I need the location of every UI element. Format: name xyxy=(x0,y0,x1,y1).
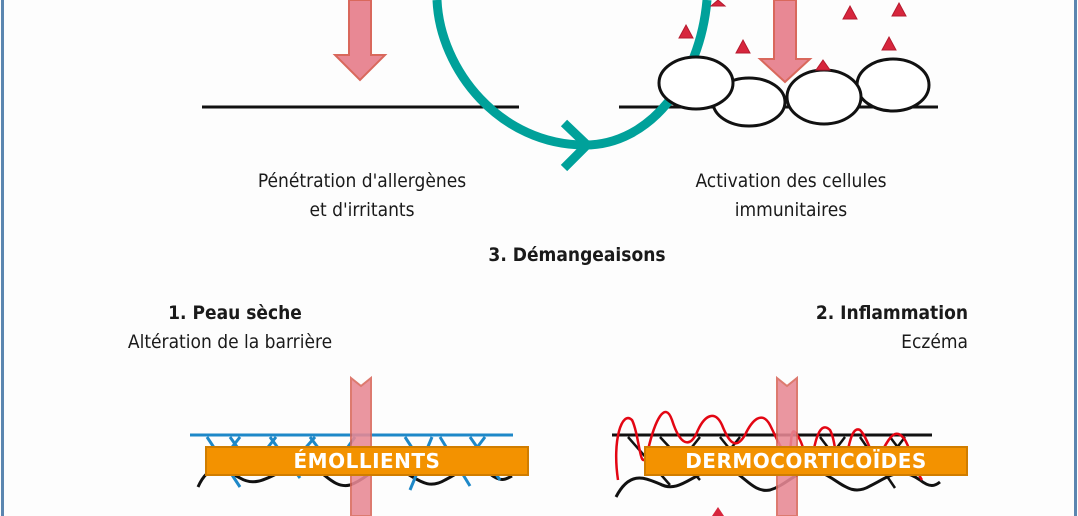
penetration-arrow-top-right xyxy=(757,0,813,84)
immune-cell-icon xyxy=(785,68,863,126)
penetration-arrow-top-left xyxy=(332,0,388,82)
stage2-subtitle: Eczéma xyxy=(901,331,968,353)
frame-left-border xyxy=(1,0,4,516)
stage2-title: 2. Inflammation xyxy=(815,302,968,324)
triangle-allergen-icon xyxy=(891,1,907,17)
caption-penetration: Pénétration d'allergènes et d'irritants xyxy=(202,167,522,225)
triangle-allergen-icon xyxy=(712,507,724,516)
triangle-allergen-icon xyxy=(735,38,751,54)
caption-penetration-line-2: et d'irritants xyxy=(309,199,415,221)
frame-right-border xyxy=(1074,0,1077,516)
stage3-title: 3. Démangeaisons xyxy=(488,244,666,266)
triangle-allergen-icon xyxy=(709,0,727,7)
triangle-allergen-icon xyxy=(815,59,831,71)
stage1-title: 1. Peau sèche xyxy=(168,302,302,324)
caption-immune-activation: Activation des cellules immunitaires xyxy=(631,167,951,225)
treatment-band-dermocorticoids: DERMOCORTICOÏDES xyxy=(644,446,968,476)
stage1-subtitle: Altération de la barrière xyxy=(127,331,333,353)
immune-cell-icon xyxy=(657,55,735,111)
allergen-triangles xyxy=(678,0,907,71)
triangle-allergen-icon xyxy=(881,35,897,51)
caption-penetration-line-1: Pénétration d'allergènes xyxy=(257,170,467,192)
caption-immune-line-2: immunitaires xyxy=(734,199,848,221)
immune-cell-icon xyxy=(855,57,931,113)
triangle-allergen-icon xyxy=(842,4,858,20)
immune-cells xyxy=(657,55,931,128)
treatment-band-emollients: ÉMOLLIENTS xyxy=(205,446,529,476)
caption-immune-line-1: Activation des cellules xyxy=(695,170,887,192)
triangle-allergen-icon xyxy=(678,23,694,39)
